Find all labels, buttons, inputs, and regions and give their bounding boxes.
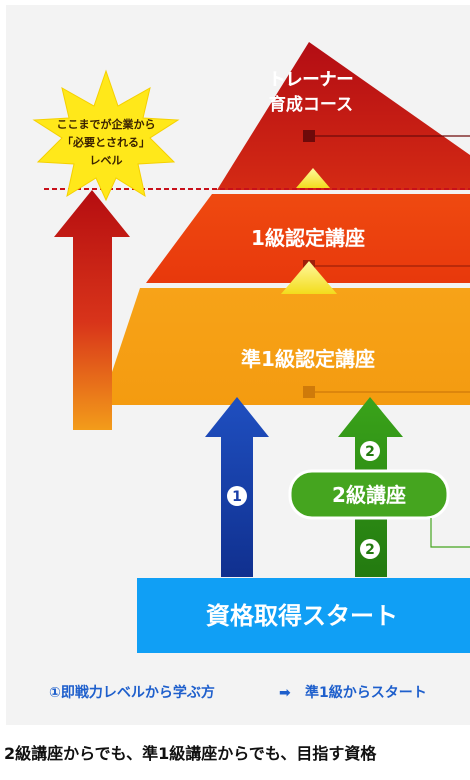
legend-route1-text: ①即戦力レベルから学ぶ方	[49, 684, 215, 701]
burst-text-line2: 「必要とされる」	[62, 135, 150, 149]
required-level-burst	[32, 69, 180, 202]
burst-text-line3: レベル	[90, 154, 123, 167]
start-bar[interactable]	[137, 578, 470, 653]
bottom-tier-marker	[303, 386, 315, 398]
route1-badge-number: 1	[232, 489, 242, 505]
pyramid-middle-tier	[146, 194, 470, 283]
course-pyramid-diagram: トレーナー 育成コース 1級認定講座 準1級認定講座 ここまでが企業から 「必要…	[6, 5, 470, 725]
bottom-tier-label: 準1級認定講座	[241, 347, 375, 371]
route2-badge-upper	[360, 441, 380, 461]
top-tier-label-line2: 育成コース	[269, 94, 353, 115]
pyramid-top-tier	[217, 42, 470, 190]
caption-text: 2級講座からでも、準1級講座からでも、目指す資格	[4, 744, 377, 763]
start-label: 資格取得スタート	[206, 602, 398, 630]
pyramid-bottom-tier	[101, 288, 470, 405]
route2-badge-lower-number: 2	[365, 542, 375, 558]
legend-arrow-icon: ➡	[279, 685, 291, 701]
route2-badge-lower	[360, 539, 380, 559]
level-up-triangle-lower	[281, 261, 337, 294]
legend-route1-target: 準1級からスタート	[305, 684, 427, 701]
level-up-triangle-upper	[296, 168, 330, 188]
top-tier-marker	[303, 130, 315, 142]
grade2-course-box[interactable]	[288, 469, 450, 520]
route2-badge-upper-number: 2	[365, 444, 375, 460]
top-tier-label-line1: トレーナー	[269, 70, 354, 90]
grade2-connector	[430, 518, 470, 548]
grade2-course-label: 2級講座	[332, 483, 406, 507]
route1-badge	[227, 486, 247, 506]
burst-text-line1: ここまでが企業から	[57, 117, 156, 131]
middle-tier-label: 1級認定講座	[251, 226, 365, 250]
required-level-arrow	[54, 190, 130, 430]
